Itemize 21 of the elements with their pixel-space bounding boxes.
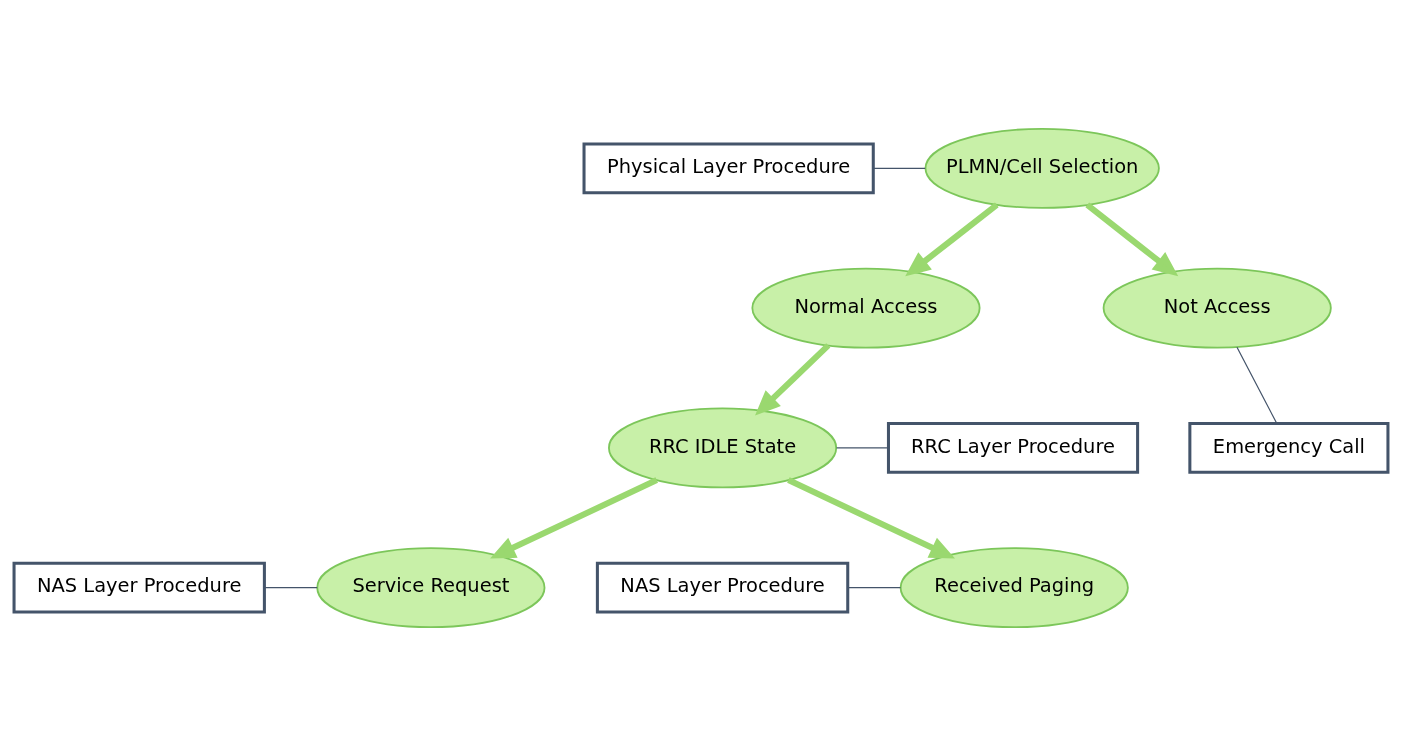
- connector: [872, 167, 926, 169]
- node-ellipse: Not Access: [1102, 267, 1332, 349]
- node-box: Emergency Call: [1188, 421, 1390, 474]
- arrow: [755, 342, 831, 416]
- arrow: [905, 202, 999, 276]
- node-box: NAS Layer Procedure: [12, 561, 266, 613]
- node-ellipse: Service Request: [316, 546, 546, 628]
- arrow: [490, 476, 659, 559]
- node-box: Physical Layer Procedure: [582, 142, 875, 194]
- node-ellipse: Normal Access: [751, 267, 981, 349]
- node-ellipse: Received Paging: [899, 546, 1129, 628]
- connector: [263, 586, 318, 588]
- node-box: RRC Layer Procedure: [886, 421, 1140, 474]
- arrow: [787, 476, 956, 559]
- node-ellipse: RRC IDLE State: [608, 406, 838, 488]
- node-ellipse: PLMN/Cell Selection: [924, 127, 1160, 209]
- connector: [847, 586, 902, 588]
- connector: [1236, 346, 1278, 424]
- connector: [836, 446, 889, 448]
- node-box: NAS Layer Procedure: [595, 561, 850, 613]
- arrow: [1085, 202, 1179, 276]
